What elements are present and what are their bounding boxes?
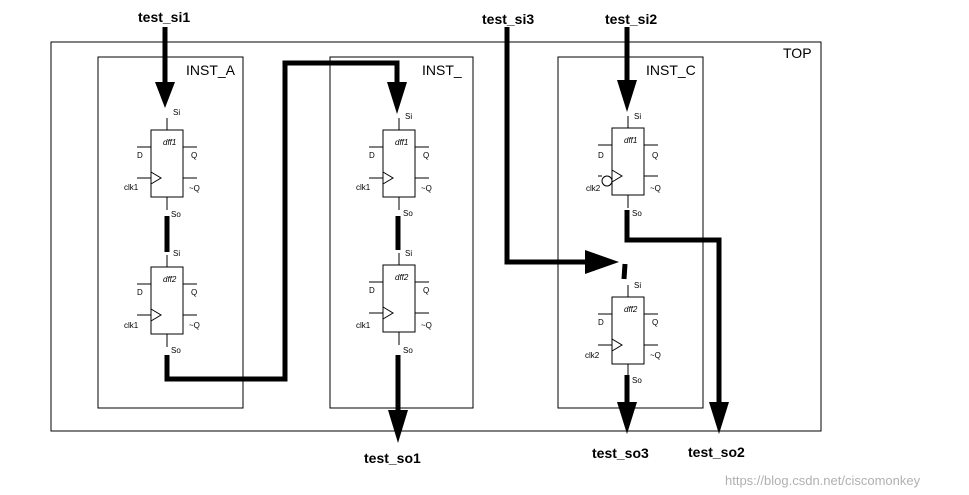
wire-a-to-b	[164, 60, 400, 382]
flop-a1-so: So	[171, 210, 181, 219]
flop-a1-name: dff1	[163, 138, 176, 147]
flop-b2-si: Si	[405, 249, 412, 258]
label-test-si3: test_si3	[482, 11, 534, 27]
flop-c1-qn: ~Q	[650, 184, 661, 193]
wire-test-so2	[624, 210, 722, 404]
flop-c2-d: D	[598, 318, 604, 327]
flop-a1-clk: clk1	[124, 183, 139, 192]
arrow-test-si2	[617, 80, 637, 112]
flop-b2-clk: clk1	[356, 321, 371, 330]
flop-b2-so: So	[403, 346, 413, 355]
flop-a2-so: So	[171, 346, 181, 355]
flop-a2-d: D	[137, 288, 143, 297]
inst-b-label: INST_	[422, 62, 462, 78]
flop-c2-q: Q	[652, 318, 658, 327]
wire-test-si3	[504, 27, 588, 265]
inst-c-box	[557, 56, 704, 409]
flop-b1-name: dff1	[395, 138, 408, 147]
top-label: TOP	[783, 45, 812, 61]
flop-b1-d: D	[369, 151, 375, 160]
flop-c2-so: So	[632, 376, 642, 385]
arrow-test-so1	[388, 410, 408, 443]
arrow-test-so3	[617, 402, 637, 434]
flop-b2-q: Q	[423, 286, 429, 295]
flop-c2-si: Si	[634, 281, 641, 290]
label-test-so1: test_so1	[364, 450, 421, 466]
flop-b1-q: Q	[423, 151, 429, 160]
watermark-text: https://blog.csdn.net/ciscomonkey	[725, 473, 921, 488]
flop-a2-name: dff2	[163, 275, 177, 284]
arrow-test-si3	[585, 250, 619, 274]
inst-a-box	[97, 56, 244, 409]
flop-a2-q: Q	[191, 288, 197, 297]
flop-a1-d: D	[137, 151, 143, 160]
flop-b2-qn: ~Q	[421, 321, 432, 330]
flop-b1-si: Si	[405, 112, 412, 121]
flop-a1: dff1 Si So D Q ~Q clk1	[124, 108, 200, 219]
inst-a-label: INST_A	[186, 62, 236, 78]
flop-c2: dff2 Si So D Q ~Q clk2	[585, 281, 661, 385]
label-test-si2: test_si2	[605, 11, 657, 27]
arrow-into-b	[387, 82, 407, 114]
flop-c2-qn: ~Q	[650, 351, 661, 360]
label-test-so3: test_so3	[592, 445, 649, 461]
flop-c1-name: dff1	[624, 136, 637, 145]
wire-c-dff2-si-stub	[621, 263, 628, 280]
inst-b-box	[329, 56, 474, 409]
inst-c-label: INST_C	[646, 62, 696, 78]
flop-b2-name: dff2	[395, 273, 409, 282]
flop-b2: dff2 Si So D Q ~Q clk1	[356, 249, 432, 355]
flop-c2-name: dff2	[624, 305, 638, 314]
flop-c2-clk: clk2	[585, 351, 600, 360]
flop-a2-si: Si	[173, 249, 180, 258]
inverted-clock-bubble	[601, 175, 613, 187]
flop-b2-d: D	[369, 286, 375, 295]
label-test-so2: test_so2	[688, 444, 745, 460]
flop-a1-qn: ~Q	[189, 184, 200, 193]
flop-a2-clk: clk1	[124, 321, 139, 330]
flop-b1-so: So	[403, 209, 413, 218]
flop-a1-si: Si	[173, 108, 180, 117]
flop-a2: dff2 Si So D Q ~Q clk1	[124, 249, 200, 355]
flop-c1-q: Q	[652, 151, 658, 160]
flop-c1: dff1 Si So D Q ~Q clk2	[586, 112, 661, 218]
flop-c1-so: So	[632, 209, 642, 218]
flop-c1-si: Si	[634, 112, 641, 121]
flop-a2-qn: ~Q	[189, 321, 200, 330]
top-module-box	[50, 41, 822, 432]
flop-c1-d: D	[598, 151, 604, 160]
flop-b1-qn: ~Q	[421, 184, 432, 193]
flop-b1-clk: clk1	[356, 183, 371, 192]
flop-b1: dff1 Si So D Q ~Q clk1	[356, 112, 432, 218]
flop-a1-q: Q	[191, 151, 197, 160]
label-test-si1: test_si1	[138, 9, 190, 25]
arrow-test-si1	[155, 82, 175, 108]
arrow-test-so2	[709, 402, 729, 434]
flop-c1-clk: clk2	[586, 184, 601, 193]
